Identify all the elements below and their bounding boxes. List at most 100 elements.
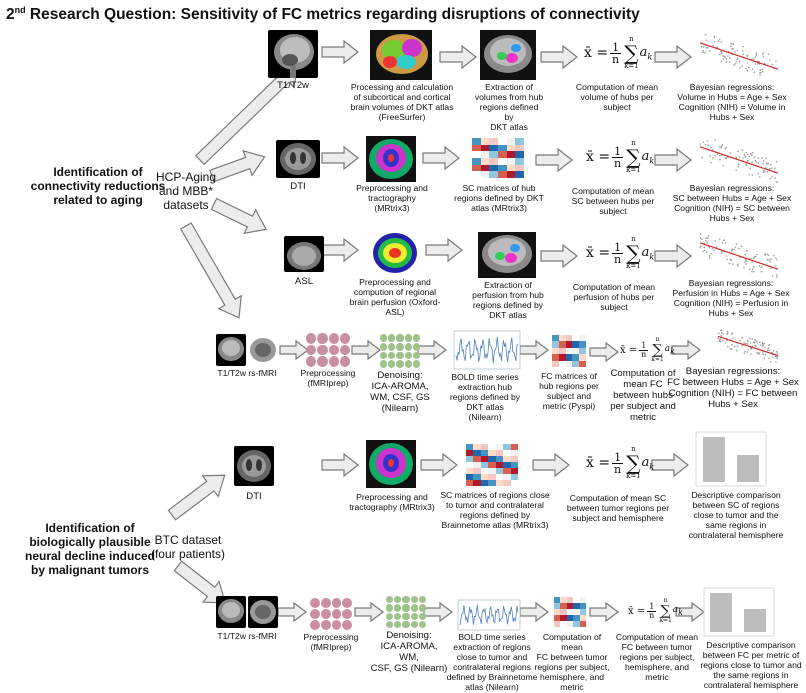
arrow-to-fmri-row [179,222,242,319]
fc-matrix-hubs [552,335,586,367]
matrix-cell [560,609,567,615]
regression-scatter-plot [699,139,779,183]
formula-lhs: x̄ = [584,45,609,61]
matrix-cell [560,621,567,627]
matrix-cell [560,603,567,609]
scatter-point [761,342,764,345]
scatter-point [720,334,722,337]
scatter-point [759,341,761,344]
matrix-cell [498,138,507,145]
scatter-point [769,177,771,180]
scatter-point [706,241,709,244]
scatter-point [736,49,739,52]
scatter-point [725,61,728,63]
row3-arrow-1 [321,238,359,262]
matrix-cell [503,444,511,450]
thumbnail-cell [380,342,388,351]
scatter-point [707,234,710,237]
thumbnail-cell [306,356,317,367]
scatter-point [705,237,707,239]
scatter-point [733,345,736,348]
scatter-point [718,332,720,335]
scatter-point [761,68,763,71]
scatter-point [722,164,724,167]
scatter-point [735,156,738,159]
matrix-cell [558,354,566,361]
row4-arrow-4 [519,340,549,360]
scatter-point [771,167,773,169]
thumbnail-cell [394,620,402,628]
btc-dti-image [234,446,274,486]
matrix-cell [515,144,524,152]
btc-denoising-component-grid [386,596,426,628]
scatter-point [776,276,778,278]
scatter-point [749,342,752,344]
row1-arrow-4 [654,45,692,69]
scatter-point [751,338,753,340]
thumbnail-cell [317,333,328,344]
scatter-point [768,349,771,352]
matrix-cell [515,171,524,178]
row2-arrow-4 [654,148,692,172]
scatter-point [701,238,703,240]
scatter-point [745,260,748,263]
scatter-point [748,173,750,176]
matrix-cell [554,603,561,609]
scatter-point [745,151,748,154]
matrix-cell [466,456,474,462]
denoising-component-grid [380,334,420,368]
fmri-bayes-label: Bayesian regressions:FC between Hubs = A… [667,366,799,410]
scatter-point [745,164,748,167]
row6-arrow-4 [519,602,549,622]
scatter-point [714,154,716,157]
row2-arrow-1 [321,146,359,170]
formula-term: ak [641,148,655,166]
formula-lhs: x̄ = [586,455,611,471]
scatter-point [738,163,740,165]
scatter-point [750,353,753,355]
matrix-cell [480,164,490,172]
formula-lhs: x̄ = [620,344,638,356]
regression-line [717,335,779,357]
thumbnail-cell [380,334,388,342]
matrix-cell [495,456,504,462]
scatter-point [751,261,753,263]
matrix-cell [480,462,489,468]
row4-arrow-5 [589,342,619,362]
thumbnail-cell [396,351,404,360]
scatter-point [725,58,728,60]
scatter-point [761,53,764,56]
thumbnail-cell [410,596,418,604]
scatter-point [749,268,751,271]
matrix-cell [480,456,489,462]
scatter-point [759,69,761,71]
scatter-point [742,45,744,48]
scatter-point [746,153,749,156]
matrix-cell [552,341,559,348]
thumbnail-cell [320,609,331,619]
thumbnail-cell [412,342,420,351]
scatter-point [736,263,739,266]
asl-image [284,236,324,272]
matrix-cell [506,138,516,145]
row3-arrow-3 [540,244,578,268]
thumbnail-cell [388,334,396,342]
matrix-cell [503,456,511,462]
scatter-point [731,48,733,50]
arrow-to-btc-fmri-row [173,560,227,604]
matrix-cell [503,468,511,474]
matrix-cell [488,456,496,462]
thumbnail-cell [380,351,388,360]
scatter-point [756,253,758,256]
matrix-cell [573,609,580,615]
scatter-point [764,62,766,65]
matrix-cell [573,621,580,627]
scatter-point [724,147,727,150]
scatter-point [775,181,778,183]
thumbnail-cell [412,334,420,342]
